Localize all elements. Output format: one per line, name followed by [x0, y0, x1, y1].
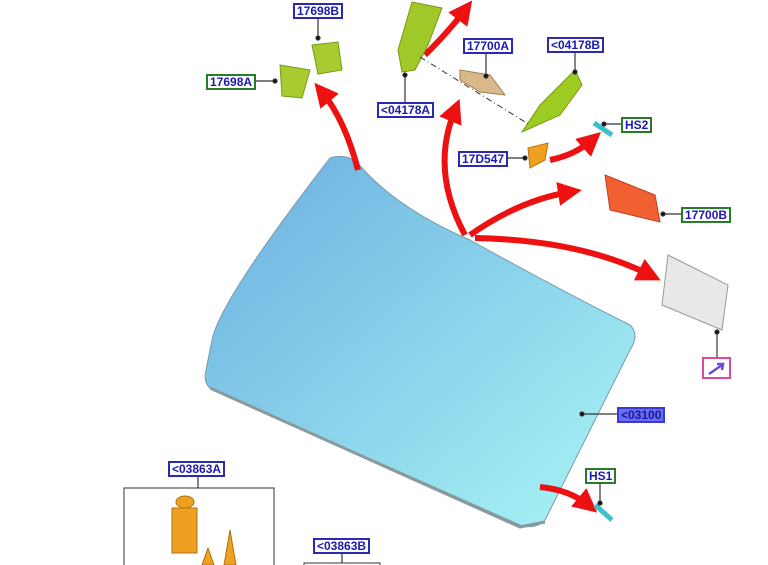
callout-04178A[interactable]: <04178A [377, 102, 435, 118]
windshield-glass [204, 155, 636, 528]
part-17698B [311, 41, 343, 75]
part-hs1-screw [593, 503, 614, 522]
callout-03863B[interactable]: <03863B [313, 538, 371, 554]
part-camera-bracket [661, 254, 729, 331]
part-03863A-pieces [171, 495, 237, 565]
kit-box-03863B [303, 562, 381, 565]
callout-03100[interactable]: <03100 [617, 407, 666, 423]
callout-04178B[interactable]: <04178B [547, 37, 605, 53]
callout-17700A[interactable]: 17700A [463, 38, 514, 54]
part-17698A [279, 64, 311, 99]
callout-HS2[interactable]: HS2 [621, 117, 653, 133]
callout-17698A[interactable]: 17698A [206, 74, 257, 90]
link-to-diagram-button[interactable] [702, 357, 731, 379]
part-04178B [520, 69, 583, 134]
part-hs2-screw [592, 120, 614, 138]
part-17700B [604, 174, 661, 223]
part-17700A [459, 69, 507, 96]
callout-HS1[interactable]: HS1 [585, 468, 617, 484]
arrows [314, 0, 661, 513]
kit-box-03863A [123, 487, 275, 565]
arrow-link-icon [708, 362, 725, 376]
callout-17D547[interactable]: 17D547 [458, 151, 509, 167]
callout-03863A[interactable]: <03863A [168, 461, 226, 477]
callout-17698B[interactable]: 17698B [293, 3, 344, 19]
part-04178A [397, 1, 443, 73]
part-17D547 [527, 142, 549, 169]
callout-17700B[interactable]: 17700B [681, 207, 732, 223]
